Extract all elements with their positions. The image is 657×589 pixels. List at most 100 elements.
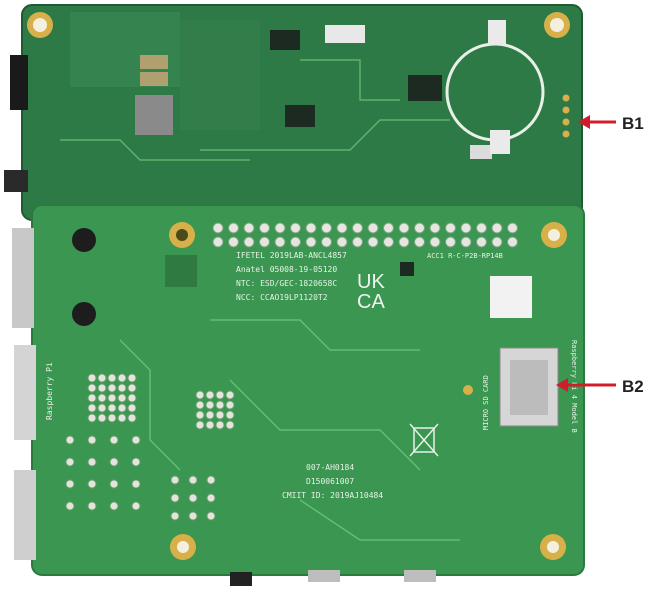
red-arrow-icon-b2 bbox=[556, 378, 616, 392]
gpio-pad bbox=[243, 236, 255, 248]
gpio-pad bbox=[290, 236, 301, 248]
via bbox=[109, 457, 119, 467]
silk-ports-2: NTC: ESD/GEC-1820658C bbox=[236, 279, 337, 288]
via bbox=[195, 410, 205, 420]
via bbox=[65, 501, 75, 511]
silk-model-line: IFETEL 2019LAB-ANCL4857 bbox=[236, 251, 347, 260]
via bbox=[131, 479, 141, 489]
via bbox=[87, 393, 97, 403]
via bbox=[87, 413, 97, 423]
via bbox=[109, 479, 119, 489]
gpio-pad bbox=[212, 222, 224, 234]
silk-bottom-3: CMIIT ID: 2019AJ10484 bbox=[282, 491, 383, 500]
gpio-pad bbox=[383, 222, 394, 234]
via bbox=[107, 393, 117, 403]
gpio-pad bbox=[414, 236, 425, 248]
gpio-pad bbox=[305, 222, 317, 234]
bottom-board: UK CA IFETEL 2019LAB-ANCL4857 Anatel 050… bbox=[12, 204, 585, 586]
via bbox=[109, 501, 119, 511]
via bbox=[97, 373, 107, 383]
silk-bottom-1: 007-AH0184 bbox=[306, 463, 354, 472]
via bbox=[131, 501, 141, 511]
via bbox=[117, 393, 127, 403]
via bbox=[107, 403, 117, 413]
silk-ports-1: Anatel 05008-19-05120 bbox=[236, 265, 337, 274]
gpio-pad bbox=[290, 222, 301, 234]
via bbox=[195, 420, 205, 430]
via bbox=[65, 457, 75, 467]
gpio-pad bbox=[336, 222, 348, 234]
via bbox=[170, 511, 180, 521]
via bbox=[127, 383, 137, 393]
gpio-pad bbox=[259, 222, 270, 234]
gpio-pad bbox=[414, 222, 425, 234]
via bbox=[65, 435, 75, 445]
gpio-pad bbox=[476, 236, 487, 248]
gpio-pad bbox=[274, 236, 286, 248]
mount-hole-bottom-tl bbox=[169, 222, 195, 248]
gpio-pad bbox=[243, 222, 255, 234]
via bbox=[87, 479, 97, 489]
gpio-pad bbox=[460, 222, 472, 234]
via bbox=[107, 373, 117, 383]
top-board bbox=[4, 4, 583, 221]
silk-bottom-2: D150061007 bbox=[306, 477, 354, 486]
via bbox=[215, 420, 225, 430]
via bbox=[225, 410, 235, 420]
b1-header-pins bbox=[562, 94, 570, 138]
via bbox=[117, 413, 127, 423]
gpio-pad bbox=[305, 236, 317, 248]
via bbox=[97, 413, 107, 423]
gpio-header-pads bbox=[212, 222, 518, 248]
callout-label-b2: B2 bbox=[622, 377, 644, 396]
mount-hole-top-right bbox=[544, 12, 570, 38]
via bbox=[205, 410, 215, 420]
via bbox=[127, 403, 137, 413]
via bbox=[225, 390, 235, 400]
via bbox=[87, 457, 97, 467]
gpio-pad bbox=[321, 222, 332, 234]
via bbox=[195, 390, 205, 400]
via bbox=[107, 383, 117, 393]
via bbox=[215, 390, 225, 400]
gpio-pad bbox=[460, 236, 472, 248]
gpio-pad bbox=[228, 222, 239, 234]
via bbox=[206, 493, 216, 503]
red-arrow-icon bbox=[578, 115, 616, 129]
gpio-pad bbox=[336, 236, 348, 248]
via bbox=[131, 457, 141, 467]
via bbox=[131, 435, 141, 445]
gpio-pad bbox=[476, 222, 487, 234]
via bbox=[225, 400, 235, 410]
via bbox=[107, 413, 117, 423]
via bbox=[206, 511, 216, 521]
via bbox=[65, 479, 75, 489]
microsd-slot-icon bbox=[499, 347, 559, 427]
gpio-pad bbox=[445, 236, 456, 248]
mount-hole-bottom-tr bbox=[541, 222, 567, 248]
silk-micro-sd: MICRO SD CARD bbox=[482, 375, 490, 430]
callout-label-b1: B1 bbox=[622, 114, 644, 133]
gpio-pad bbox=[491, 236, 503, 248]
weee-bin-icon bbox=[409, 423, 439, 457]
via bbox=[215, 400, 225, 410]
via bbox=[87, 501, 97, 511]
via bbox=[87, 373, 97, 383]
gpio-pad bbox=[212, 236, 224, 248]
silk-brand-text: Raspberry Pi bbox=[45, 362, 54, 420]
mount-hole-bottom-br bbox=[540, 534, 566, 560]
gpio-pad bbox=[491, 222, 503, 234]
ukca-mark-bottom: CA bbox=[357, 291, 385, 313]
gpio-pad bbox=[398, 222, 410, 234]
via bbox=[109, 435, 119, 445]
gpio-pad bbox=[507, 236, 518, 248]
gpio-pad bbox=[383, 236, 394, 248]
via bbox=[205, 390, 215, 400]
gpio-pad bbox=[367, 236, 379, 248]
via bbox=[97, 383, 107, 393]
silk-ports-3: NCC: CCAO19LP1120T2 bbox=[236, 293, 328, 302]
via bbox=[127, 413, 137, 423]
via bbox=[87, 403, 97, 413]
via-grid bbox=[65, 373, 235, 521]
via bbox=[117, 373, 127, 383]
